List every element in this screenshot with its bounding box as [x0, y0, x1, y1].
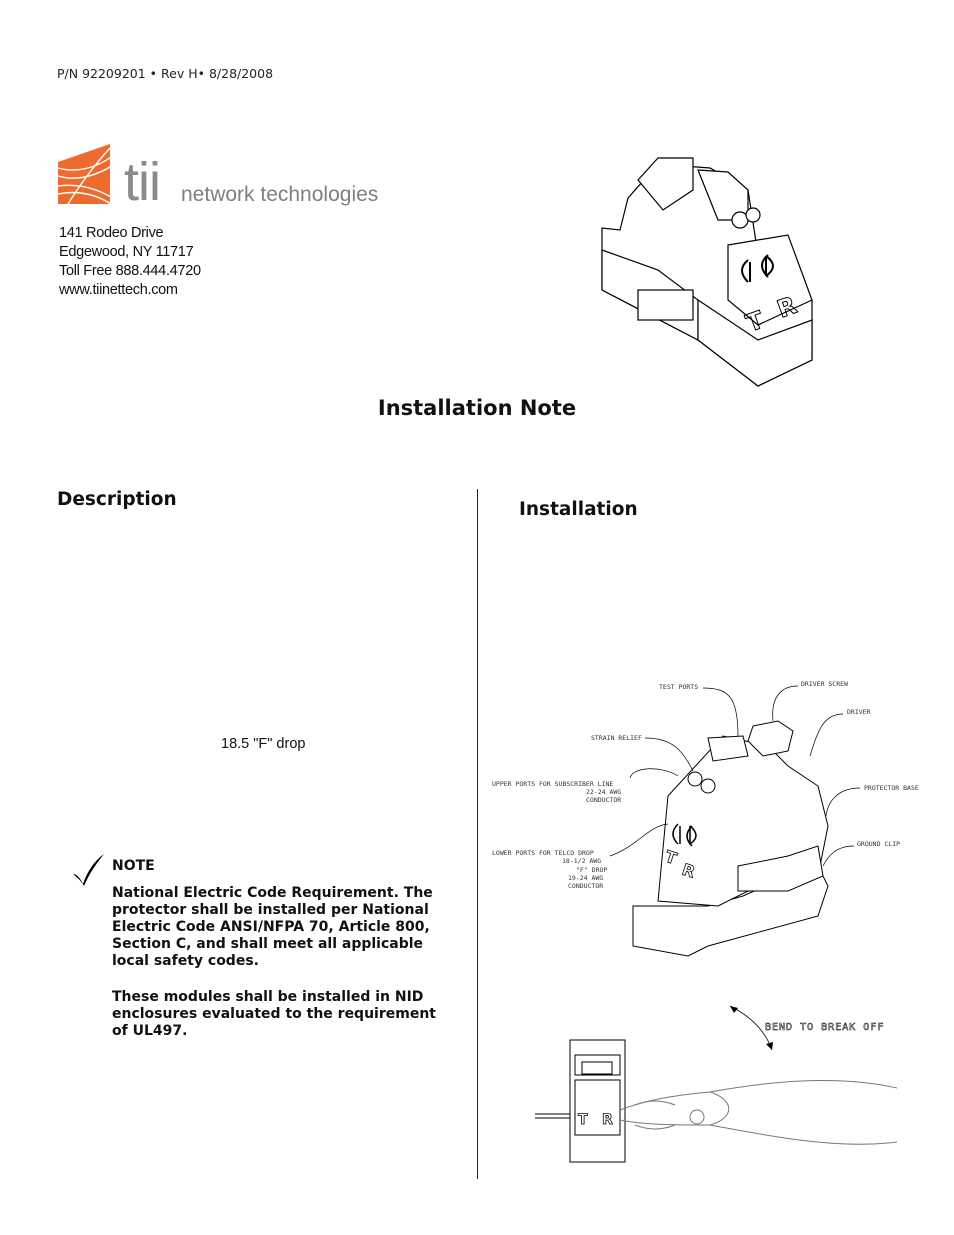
address-line: www.tiinettech.com: [59, 282, 178, 298]
note-paragraph: National Electric Code Requirement. The …: [112, 885, 433, 969]
address-line: 141 Rodeo Drive: [59, 225, 164, 241]
label-driver-screw: DRIVER SCREW: [801, 680, 848, 688]
label-lower-ports-drop: "F" DROP: [576, 866, 607, 874]
drop-text: 18.5 "F" drop: [221, 736, 306, 752]
company-name: tii: [124, 152, 161, 212]
label-bend-to-break: BEND TO BREAK OFF: [765, 1022, 884, 1033]
address-line: Toll Free 888.444.4720: [59, 263, 201, 279]
part-number: P/N 92209201 • Rev H• 8/28/2008: [57, 66, 274, 81]
label-lower-ports-awg1: 18-1/2 AWG: [562, 857, 601, 865]
break-letter-r: R: [602, 1112, 613, 1128]
description-heading: Description: [57, 489, 177, 510]
bend-to-break-diagram: T R BEND TO BREAK OFF: [535, 1005, 898, 1163]
label-strain-relief: STRAIN RELIEF: [591, 734, 642, 742]
installation-heading: Installation: [519, 499, 638, 520]
label-lower-ports-awg2: 19-24 AWG: [568, 874, 603, 882]
company-address: 141 Rodeo Drive Edgewood, NY 11717 Toll …: [59, 224, 201, 300]
label-upper-ports-awg: 22-24 AWG: [586, 788, 621, 796]
label-driver: DRIVER: [847, 708, 871, 716]
note-body: National Electric Code Requirement. The …: [112, 885, 442, 1059]
label-ground-clip: GROUND CLIP: [857, 840, 900, 848]
label-upper-ports: UPPER PORTS FOR SUBSCRIBER LINE: [492, 780, 613, 788]
label-lower-ports-conductor: CONDUCTOR: [568, 882, 603, 890]
checkmark-icon: [73, 854, 104, 886]
label-lower-ports: LOWER PORTS FOR TELCO DROP: [492, 849, 594, 857]
label-upper-ports-conductor: CONDUCTOR: [586, 796, 621, 804]
diagram-letter-r: R: [680, 860, 698, 882]
label-test-ports: TEST PORTS: [659, 683, 698, 691]
page-title: Installation Note: [377, 396, 577, 420]
tii-logo-icon: [58, 144, 119, 207]
installation-diagram: T R TEST PORTS DRIVER SCREW DRIVER STRAI…: [492, 680, 919, 957]
label-protector-base: PROTECTOR BASE: [864, 784, 919, 792]
break-letter-t: T: [578, 1112, 588, 1128]
company-tagline: network technologies: [181, 183, 379, 206]
address-line: Edgewood, NY 11717: [59, 244, 194, 260]
column-divider: [477, 489, 478, 1179]
protector-module-illustration: T R: [601, 157, 813, 387]
note-label: NOTE: [112, 858, 155, 874]
note-paragraph: These modules shall be installed in NID …: [112, 989, 436, 1039]
